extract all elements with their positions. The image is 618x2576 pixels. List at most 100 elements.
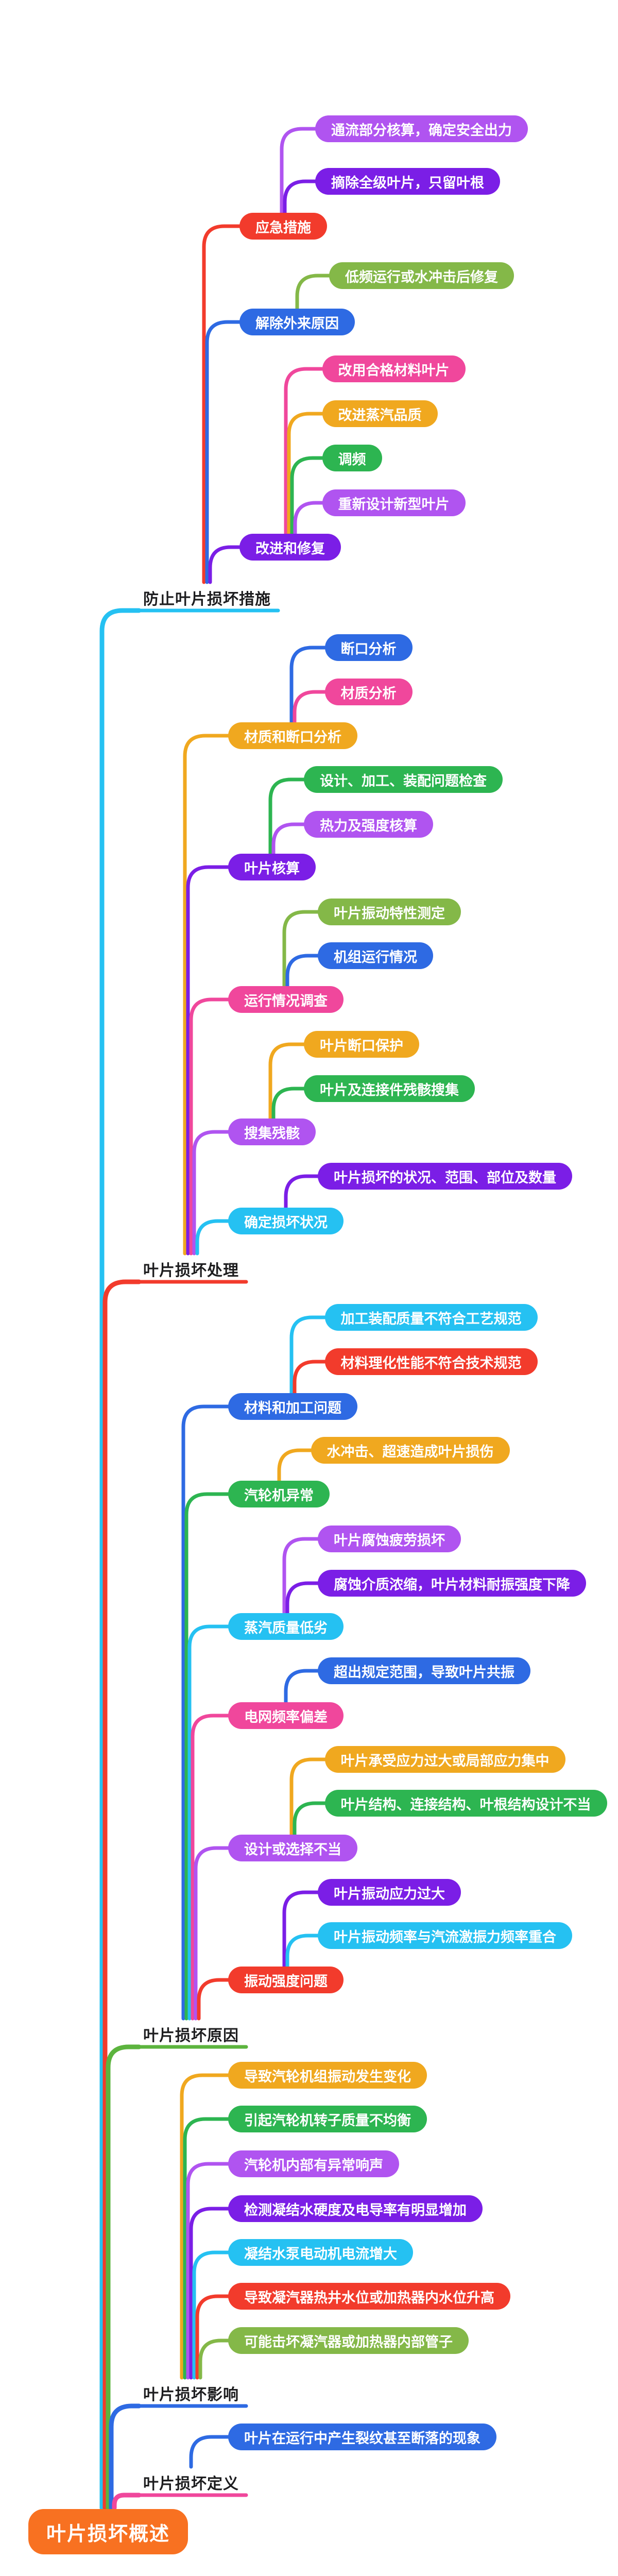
branch-label[interactable]: 叶片损坏定义: [143, 2475, 239, 2493]
mindmap-node[interactable]: 改用合格材料叶片: [322, 355, 466, 382]
connector-line: [289, 1315, 327, 1396]
mindmap-node[interactable]: 断口分析: [324, 634, 413, 661]
connector-line: [271, 1087, 306, 1122]
mindmap-node[interactable]: 叶片承受应力过大或局部应力集中: [324, 1746, 565, 1773]
branch-label[interactable]: 叶片损坏原因: [143, 2027, 239, 2045]
connector-line: [295, 274, 331, 312]
mindmap-node[interactable]: 加工装配质量不符合工艺规范: [324, 1304, 538, 1331]
mindmap-node[interactable]: 引起汽轮机转子质量不均衡: [228, 2106, 427, 2132]
connector-line: [99, 608, 142, 2511]
connector-line: [192, 2250, 230, 2380]
connector-line: [293, 501, 324, 537]
branch-label[interactable]: 防止叶片损坏措施: [143, 590, 271, 608]
mindmap-node[interactable]: 检测凝结水硬度及电导率有明显增加: [228, 2195, 483, 2222]
connector-line: [183, 734, 230, 1256]
mindmap-node[interactable]: 机组运行情况: [318, 942, 433, 969]
mindmap-node[interactable]: 汽轮机异常: [228, 1481, 330, 1507]
mindmap-node[interactable]: 材质和断口分析: [228, 722, 357, 749]
mindmap-node[interactable]: 重新设计新型叶片: [322, 489, 466, 516]
mindmap-node[interactable]: 调频: [322, 445, 382, 471]
mindmap-node[interactable]: 叶片核算: [228, 854, 316, 880]
mindmap-node[interactable]: 叶片结构、连接结构、叶根结构设计不当: [324, 1790, 607, 1817]
connector-line: [106, 2044, 142, 2511]
connector-line: [285, 1934, 320, 1970]
connector-line: [195, 2294, 230, 2380]
connector-line: [102, 1279, 142, 2511]
connector-line: [293, 1360, 327, 1396]
mindmap-node[interactable]: 摘除全级叶片，只留叶根: [315, 168, 500, 195]
mindmap-node[interactable]: 材质分析: [324, 679, 413, 705]
connector-line: [202, 224, 242, 584]
connector-line: [109, 2403, 142, 2511]
mindmap-node[interactable]: 电网频率偏差: [228, 1702, 344, 1729]
connector-line: [183, 2117, 230, 2380]
connector-line: [285, 954, 320, 989]
mindmap-node[interactable]: 叶片振动应力过大: [318, 1879, 461, 1906]
connector-line: [268, 1042, 306, 1122]
mindmap-node[interactable]: 叶片损坏的状况、范围、部位及数量: [318, 1163, 572, 1190]
mindmap-node[interactable]: 可能击坏凝汽器或加热器内部管子: [228, 2327, 469, 2354]
mindmap-node[interactable]: 水冲击、超速造成叶片损伤: [311, 1437, 510, 1464]
mindmap-node[interactable]: 蒸汽质量低劣: [228, 1613, 344, 1640]
connector-line: [293, 1801, 327, 1838]
mindmap-node[interactable]: 应急措施: [239, 213, 327, 240]
mindmap-node[interactable]: 改进和修复: [239, 534, 341, 561]
connector-line: [208, 545, 242, 584]
connector-line: [189, 2207, 230, 2380]
connector-line: [280, 127, 317, 216]
connector-line: [282, 1537, 320, 1616]
mindmap-node[interactable]: 叶片断口保护: [304, 1031, 419, 1058]
mindmap-node[interactable]: 叶片在运行中产生裂纹甚至断落的现象: [228, 2424, 496, 2450]
mindmap-node[interactable]: 振动强度问题: [228, 1967, 344, 1993]
connector-line: [271, 822, 306, 857]
connector-line: [195, 1219, 230, 1256]
branch-label[interactable]: 叶片损坏处理: [143, 1262, 239, 1280]
mindmap-node[interactable]: 设计、加工、装配问题检查: [304, 766, 503, 793]
mindmap-node[interactable]: 超出规定范围，导致叶片共振: [318, 1657, 530, 1684]
connector-line: [205, 320, 242, 584]
connector-line: [287, 412, 324, 537]
mindmap-node[interactable]: 导致汽轮机组振动发生变化: [228, 2062, 427, 2089]
connector-line: [289, 646, 327, 725]
connector-line: [186, 865, 230, 1256]
connector-line: [112, 2493, 142, 2511]
connector-line: [268, 777, 306, 857]
mindmap-node[interactable]: 热力及强度核算: [304, 811, 433, 838]
connector-line: [284, 1669, 320, 1705]
connector-line: [187, 1624, 230, 2021]
branch-label[interactable]: 叶片损坏影响: [143, 2386, 239, 2404]
mindmap-node[interactable]: 搜集残骸: [228, 1118, 316, 1145]
mindmap-node[interactable]: 导致凝汽器热井水位或加热器内水位升高: [228, 2283, 510, 2310]
mindmap-node[interactable]: 改进蒸汽品质: [322, 400, 438, 427]
connector-line: [282, 910, 320, 989]
mindmap-node[interactable]: 腐蚀介质浓缩，叶片材料耐振强度下降: [318, 1570, 586, 1597]
mindmap-node[interactable]: 通流部分核算，确定安全出力: [315, 115, 528, 142]
mindmap-node[interactable]: 叶片振动特性测定: [318, 899, 461, 925]
mindmap-node[interactable]: 叶片振动频率与汽流激振力频率重合: [318, 1922, 572, 1949]
connector-line: [277, 1448, 313, 1484]
root-node[interactable]: 叶片损坏概述: [28, 2509, 188, 2554]
mindmap-node[interactable]: 材料和加工问题: [228, 1393, 357, 1420]
mindmap-node[interactable]: 运行情况调查: [228, 986, 344, 1013]
connector-line: [186, 2162, 230, 2380]
connector-line: [189, 997, 230, 1256]
connector-line: [189, 2435, 230, 2469]
connector-line: [180, 2073, 230, 2380]
mindmap-node[interactable]: 凝结水泵电动机电流增大: [228, 2239, 413, 2266]
connector-line: [290, 456, 324, 537]
connector-line: [194, 1846, 230, 2021]
mindmap-node[interactable]: 确定损坏状况: [228, 1208, 344, 1234]
mindmap-node[interactable]: 解除外来原因: [239, 309, 355, 335]
mindmap-node[interactable]: 叶片腐蚀疲劳损坏: [318, 1526, 461, 1552]
mindmap-node[interactable]: 叶片及连接件残骸搜集: [304, 1075, 475, 1102]
mindmap-node[interactable]: 设计或选择不当: [228, 1835, 357, 1861]
connector-line: [198, 2338, 230, 2380]
connector-line: [192, 1130, 230, 1256]
mindmap-node[interactable]: 材料理化性能不符合技术规范: [324, 1348, 538, 1375]
mindmap-node[interactable]: 低频运行或水冲击后修复: [329, 262, 514, 289]
mindmap-node[interactable]: 汽轮机内部有异常响声: [228, 2150, 399, 2177]
connector-line: [283, 179, 317, 216]
connector-line: [191, 1714, 230, 2021]
